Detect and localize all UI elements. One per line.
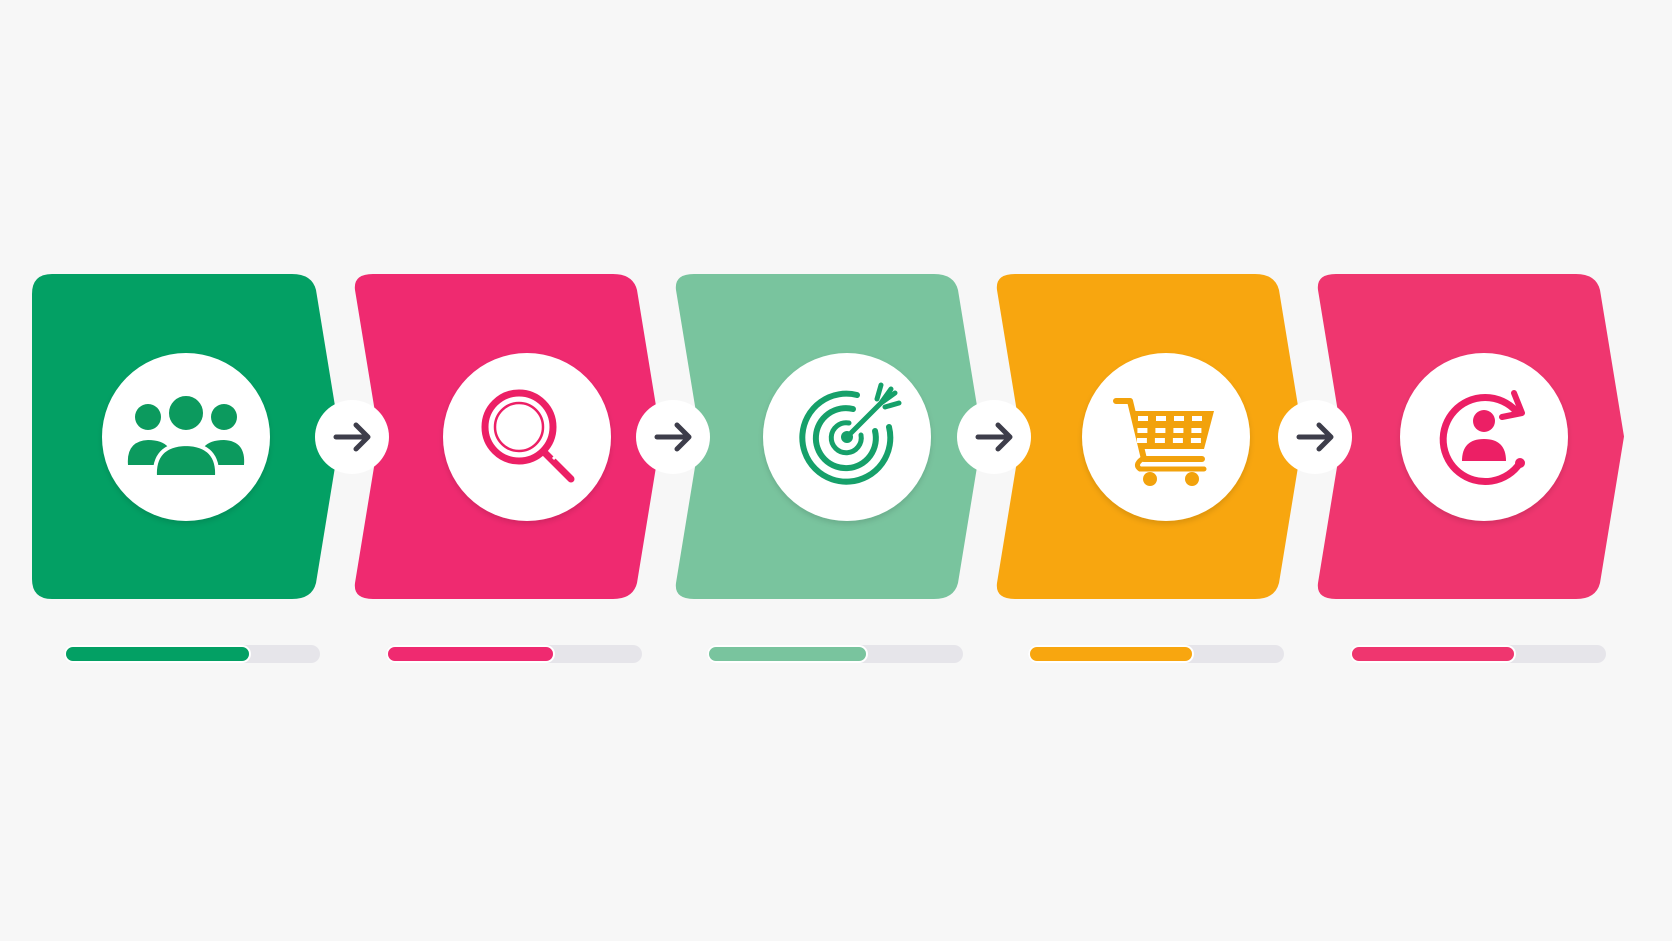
progress-fill [1350, 645, 1516, 663]
stage-purchase [996, 274, 1303, 599]
connector-3 [957, 400, 1031, 474]
arrow-right-icon [975, 422, 1013, 452]
icon-circle [443, 353, 611, 521]
stage-discovery [354, 274, 661, 599]
progress-fill [1028, 645, 1194, 663]
stage-retention [1317, 274, 1624, 599]
connector-2 [636, 400, 710, 474]
progress-bar-discovery [386, 645, 642, 663]
user-cycle-icon [1439, 390, 1525, 485]
magnifier-search-icon [481, 389, 575, 483]
icon-circle [1400, 353, 1568, 521]
stage-audience [32, 274, 340, 599]
arrow-right-icon [654, 422, 692, 452]
progress-bar-retention [1350, 645, 1606, 663]
progress-fill [707, 645, 868, 663]
connector-1 [315, 400, 389, 474]
arrow-right-icon [333, 422, 371, 452]
progress-fill [64, 645, 251, 663]
progress-fill [386, 645, 555, 663]
target-arrow-icon [799, 382, 902, 485]
arrow-right-icon [1296, 422, 1334, 452]
connector-4 [1278, 400, 1352, 474]
icon-circle [102, 353, 270, 521]
shopping-cart-icon [1113, 398, 1214, 486]
progress-bar-audience [64, 645, 320, 663]
users-group-icon [127, 392, 245, 479]
progress-bar-targeting [707, 645, 963, 663]
progress-bar-purchase [1028, 645, 1284, 663]
stage-targeting [675, 274, 982, 599]
